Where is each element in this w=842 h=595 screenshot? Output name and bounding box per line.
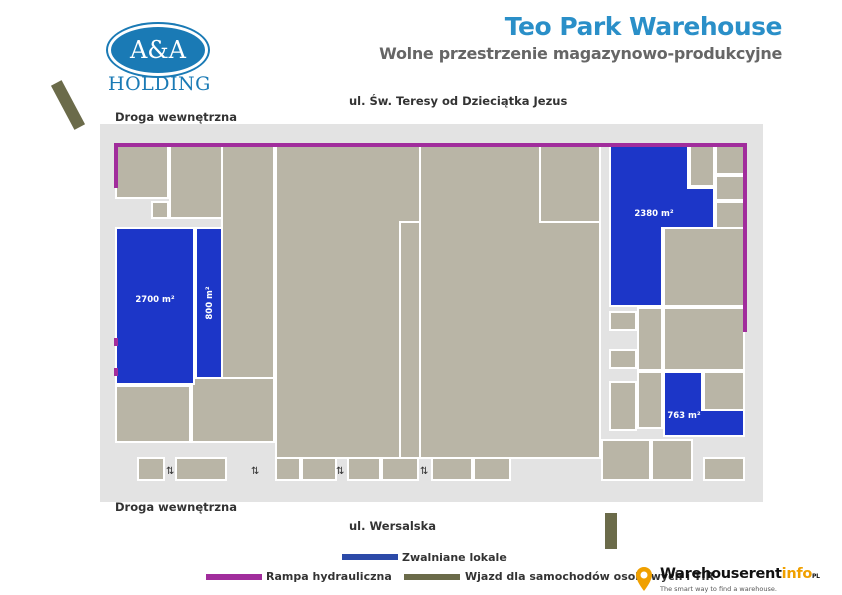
building-block: [637, 307, 663, 371]
watermark-main: Warehouserent: [660, 566, 782, 582]
legend-swatch-car-entry: [404, 574, 460, 580]
street-label-top: ul. Św. Teresy od Dzieciątka Jezus: [349, 94, 568, 108]
watermark-accent: info: [781, 566, 813, 582]
building-block: [609, 381, 637, 431]
building-block: [703, 371, 745, 411]
hydraulic-ramps: [114, 143, 747, 376]
passage-arrow-icon: ⇅: [251, 466, 259, 477]
legend-label-ramp: Rampa hydrauliczna: [266, 570, 392, 583]
unit-2380[interactable]: [609, 145, 715, 307]
unit-2700[interactable]: [115, 227, 195, 385]
unit-800[interactable]: [195, 227, 223, 379]
building-block: [715, 145, 745, 175]
watermark-brand: WarehouserentinfoPL: [660, 566, 820, 582]
road-label-bottom: Droga wewnętrzna: [115, 500, 237, 514]
building-block: [663, 307, 745, 371]
passage-arrow-icon: ⇅: [166, 466, 174, 477]
watermark-suffix: PL: [812, 573, 820, 580]
page-subtitle: Wolne przestrzenie magazynowo-produkcyjn…: [379, 44, 782, 63]
building-block: [539, 145, 601, 223]
logo-emblem-text: A&A: [129, 36, 187, 64]
building-block: [115, 145, 169, 199]
building-block: [399, 221, 421, 459]
legend-swatch-available: [342, 554, 398, 560]
building-block: [689, 145, 715, 187]
building-block: [275, 457, 301, 481]
unit-763[interactable]: [663, 371, 745, 437]
page-title: Teo Park Warehouse: [504, 12, 783, 41]
building-block: [473, 457, 511, 481]
building-block: [191, 377, 275, 443]
building-block: [169, 145, 223, 219]
passage-arrow-icon: ⇅: [420, 466, 428, 477]
building-block: [115, 385, 191, 443]
logo-company-name: HOLDING: [108, 73, 211, 95]
building-block: [221, 145, 275, 379]
building-block: [651, 439, 693, 481]
building-block: [175, 457, 227, 481]
building-block: [151, 201, 169, 219]
passage-arrows: ⇅ ⇅ ⇅ ⇅: [166, 466, 428, 477]
company-logo: A&A: [108, 24, 208, 76]
ramp-line-top: [114, 143, 747, 332]
building-block: [609, 349, 637, 369]
building-block: [663, 227, 745, 307]
building-block: [703, 457, 745, 481]
legend-swatch-ramp: [206, 574, 262, 580]
building-block: [301, 457, 337, 481]
building-block: [715, 175, 745, 201]
building-block: [609, 311, 637, 331]
passage-arrow-icon: ⇅: [336, 466, 344, 477]
building-blocks: [115, 145, 745, 481]
unit-label-763: 763 m²: [667, 411, 701, 421]
car-entry-marker-top: [50, 80, 86, 130]
unit-label-2700: 2700 m²: [135, 295, 174, 305]
building-block: [637, 371, 663, 429]
building-block: [381, 457, 419, 481]
watermark-tagline: The smart way to find a warehouse.: [660, 585, 777, 593]
building-block: [601, 439, 651, 481]
street-label-bottom: ul. Wersalska: [349, 519, 437, 533]
building-block: [715, 201, 745, 229]
unit-label-800: 800 m²: [205, 286, 215, 320]
building-block: [137, 457, 165, 481]
unit-label-2380: 2380 m²: [634, 209, 673, 219]
building-block: [275, 145, 421, 459]
building-block: [347, 457, 381, 481]
location-pin-icon: [636, 567, 652, 591]
legend-label-available: Zwalniane lokale: [402, 551, 507, 564]
building-block: [431, 457, 473, 481]
road-label-top: Droga wewnętrzna: [115, 110, 237, 124]
available-units: [115, 145, 745, 437]
car-entry-marker-bottom: [605, 513, 617, 549]
